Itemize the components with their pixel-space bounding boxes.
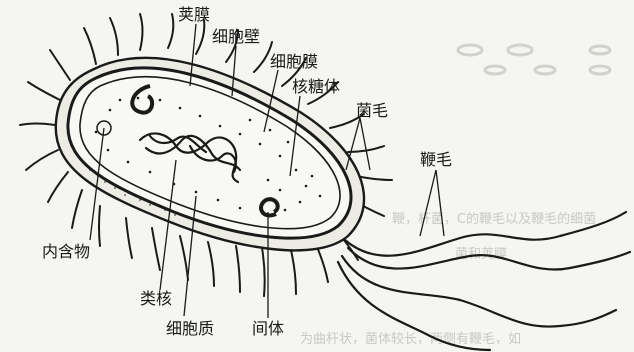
label-capsule: 荚膜 [178,6,210,24]
label-flagellum: 鞭毛 [420,151,452,169]
label-pili: 菌毛 [356,102,388,120]
flagella-group [338,212,630,350]
label-cell-membrane: 细胞膜 [270,53,318,71]
label-mesosome: 间体 [252,320,284,338]
label-cytoplasm: 细胞质 [166,320,214,338]
label-nucleoid: 类核 [140,290,172,308]
label-ribosome: 核糖体 [292,78,340,96]
label-inclusion: 内含物 [42,243,90,261]
label-cell-wall: 细胞壁 [212,28,260,46]
bleed-through-marks [458,45,610,74]
